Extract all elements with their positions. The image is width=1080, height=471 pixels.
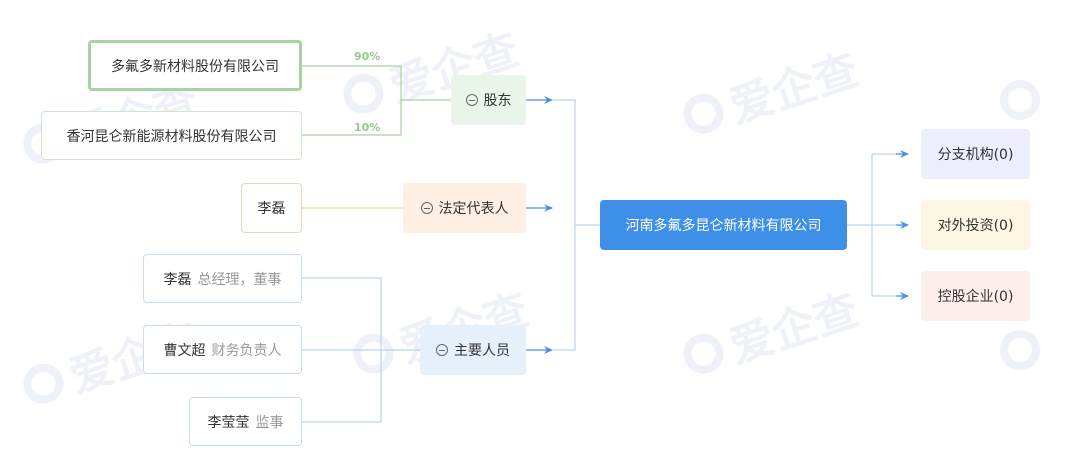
collapse-minus-icon[interactable] <box>465 94 478 106</box>
shareholder-name: 多氟多新材料股份有限公司 <box>111 58 279 75</box>
right-connector <box>847 153 908 297</box>
shareholder-percent: 90% <box>354 50 381 63</box>
collapse-minus-icon[interactable] <box>436 344 448 356</box>
category-legal-rep[interactable]: 法定代表人 <box>403 183 526 233</box>
legal-rep-name: 李磊 <box>257 201 286 217</box>
investment-node[interactable]: 对外投资(0) <box>921 200 1030 250</box>
person-role: 总经理，董事 <box>197 271 282 288</box>
center-connector <box>552 99 600 351</box>
category-shareholders[interactable]: 股东 <box>451 75 526 125</box>
center-company-name: 河南多氟多昆仑新材料有限公司 <box>625 218 822 234</box>
shareholder-connector <box>302 65 402 136</box>
person-role: 监事 <box>255 414 284 431</box>
shareholder-node[interactable]: 多氟多新材料股份有限公司 <box>88 40 302 91</box>
shareholder-percent: 10% <box>354 121 381 134</box>
category-key-personnel[interactable]: 主要人员 <box>420 325 526 375</box>
branch-node[interactable]: 分支机构(0) <box>921 129 1030 179</box>
person-name: 李莹莹 <box>207 414 250 431</box>
personnel-connector <box>302 277 420 423</box>
person-role: 财务负责人 <box>211 342 282 359</box>
legal-rep-node[interactable]: 李磊 <box>241 183 302 233</box>
person-name: 曹文超 <box>163 342 206 359</box>
collapse-minus-icon[interactable] <box>420 202 433 214</box>
person-name: 李磊 <box>163 271 192 288</box>
personnel-node[interactable]: 李磊总经理，董事 <box>143 254 302 303</box>
personnel-node[interactable]: 曹文超财务负责人 <box>143 325 302 374</box>
shareholder-name: 香河昆仑新能源材料股份有限公司 <box>66 128 277 145</box>
shareholder-node[interactable]: 香河昆仑新能源材料股份有限公司 <box>41 111 302 160</box>
personnel-node[interactable]: 李莹莹监事 <box>189 397 302 446</box>
holding-node[interactable]: 控股企业(0) <box>921 271 1030 321</box>
center-company-node[interactable]: 河南多氟多昆仑新材料有限公司 <box>600 200 847 250</box>
